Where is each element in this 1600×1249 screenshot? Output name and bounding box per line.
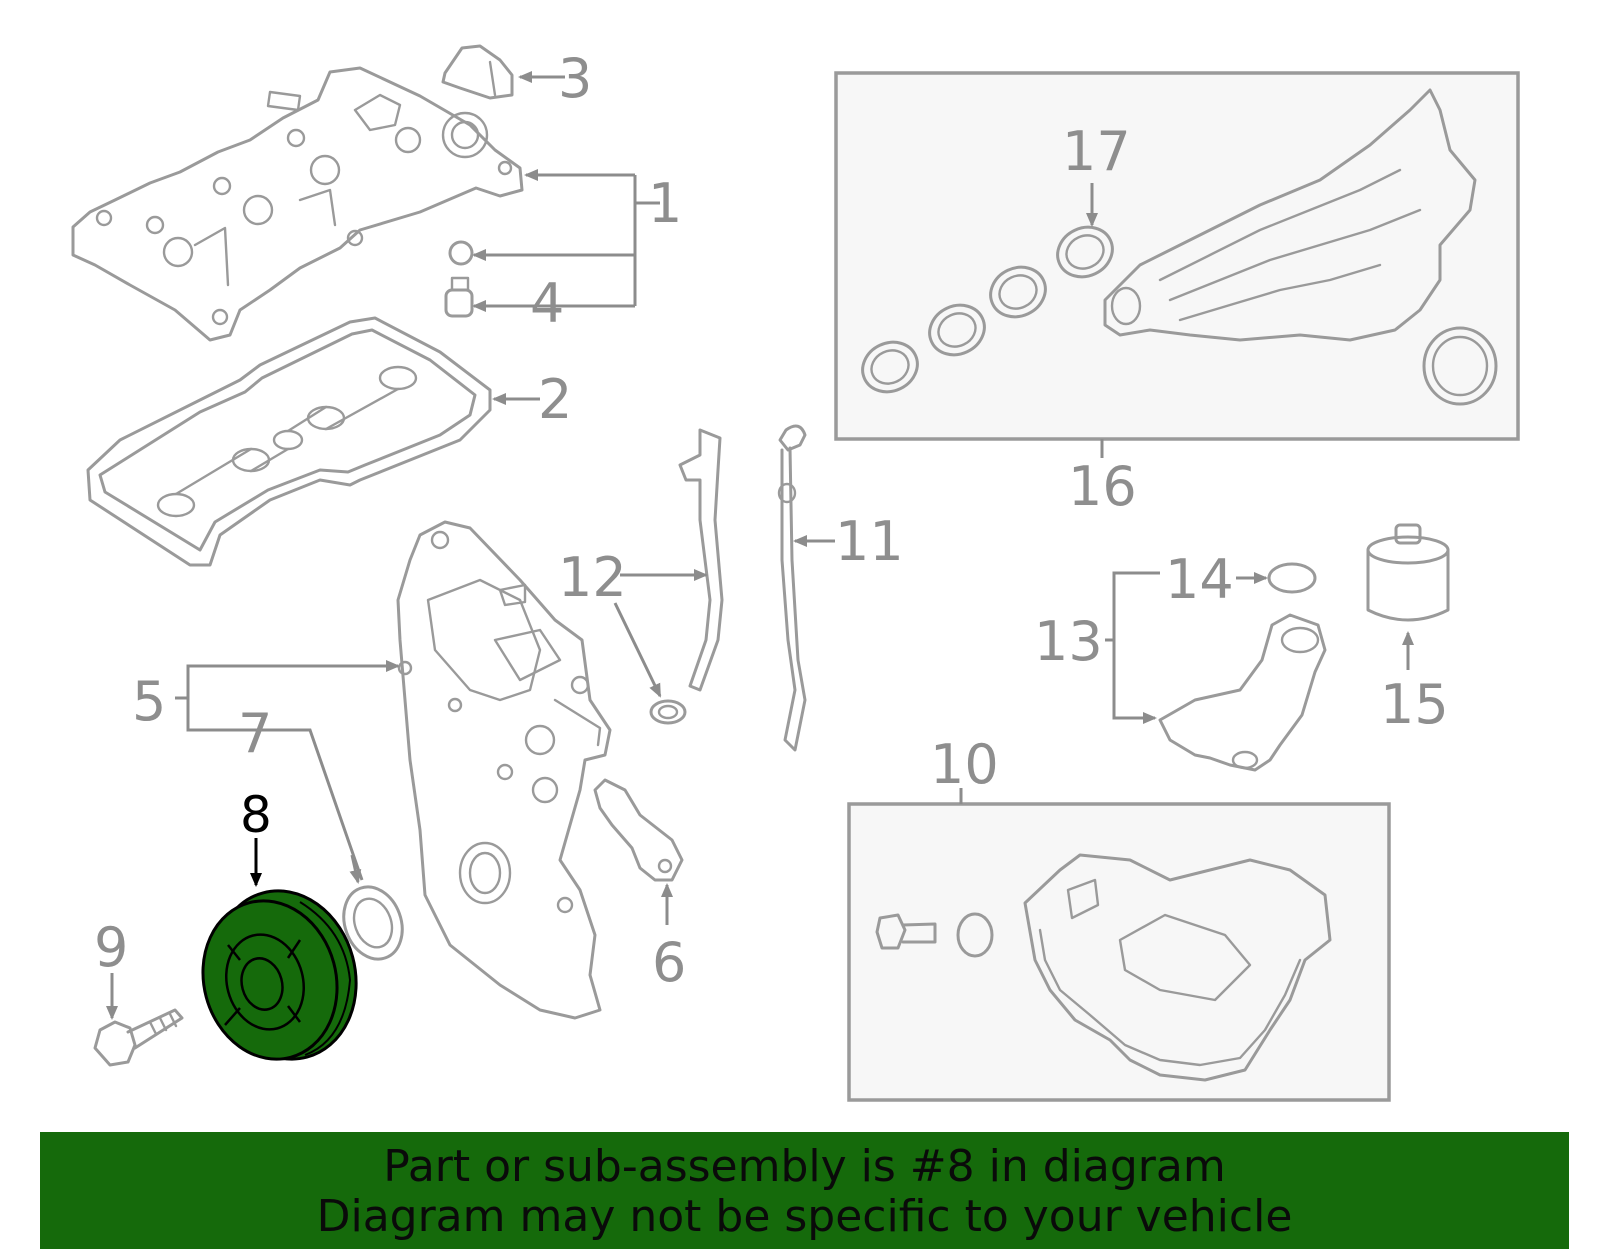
- callout-3: 3: [558, 47, 592, 110]
- group-box-10: [847, 802, 1391, 1102]
- grommet-part: [448, 240, 474, 266]
- banner-line-2: Diagram may not be specific to your vehi…: [316, 1191, 1293, 1242]
- bolt-4-part: [444, 276, 474, 318]
- leader-13: [1112, 571, 1160, 724]
- callout-2: 2: [538, 368, 572, 431]
- crankshaft-pulley-part-highlighted[interactable]: [186, 875, 375, 1075]
- callout-12: 12: [558, 546, 627, 609]
- callout-16: 16: [1068, 455, 1137, 518]
- bracket-part: [593, 778, 684, 882]
- oil-filter-part: [1366, 523, 1450, 622]
- oil-strainer-part: [1158, 613, 1327, 772]
- timing-cover-part: [396, 520, 612, 1020]
- gasket-seal-rings: [156, 365, 418, 518]
- group-box-16: [834, 71, 1520, 441]
- info-banner: Part or sub-assembly is #8 in diagram Di…: [40, 1132, 1569, 1249]
- callout-5: 5: [132, 670, 166, 733]
- front-seal-part: [342, 885, 404, 961]
- intake-gaskets-part: [861, 225, 1114, 394]
- banner-line-1: Part or sub-assembly is #8 in diagram: [383, 1141, 1226, 1192]
- callout-9: 9: [94, 916, 128, 979]
- oring-14-part: [1267, 562, 1317, 594]
- dipstick-part: [777, 424, 807, 752]
- callout-8: 8: [240, 786, 272, 844]
- callout-15: 15: [1380, 673, 1449, 736]
- pulley-bolt-part: [93, 1008, 184, 1067]
- dipstick-tube-part: [649, 428, 724, 725]
- oil-filler-cap-part: [441, 44, 514, 100]
- callout-7: 7: [238, 702, 272, 765]
- valve-cover-part: [71, 66, 524, 342]
- callout-14: 14: [1165, 548, 1234, 611]
- callout-4: 4: [530, 272, 564, 335]
- drain-plug-part: [875, 913, 937, 950]
- leader-1: [480, 173, 637, 308]
- callout-10: 10: [930, 733, 999, 796]
- callout-1: 1: [648, 172, 682, 235]
- callout-17: 17: [1062, 120, 1131, 183]
- callout-11: 11: [835, 510, 904, 573]
- callout-6: 6: [652, 931, 686, 994]
- intake-manifold-part: [1103, 88, 1498, 406]
- leader-5: [175, 664, 395, 881]
- oil-pan-part: [1023, 853, 1332, 1082]
- drain-washer-part: [956, 912, 994, 958]
- callout-13: 13: [1034, 610, 1103, 673]
- valve-cover-gasket-part: [86, 316, 492, 567]
